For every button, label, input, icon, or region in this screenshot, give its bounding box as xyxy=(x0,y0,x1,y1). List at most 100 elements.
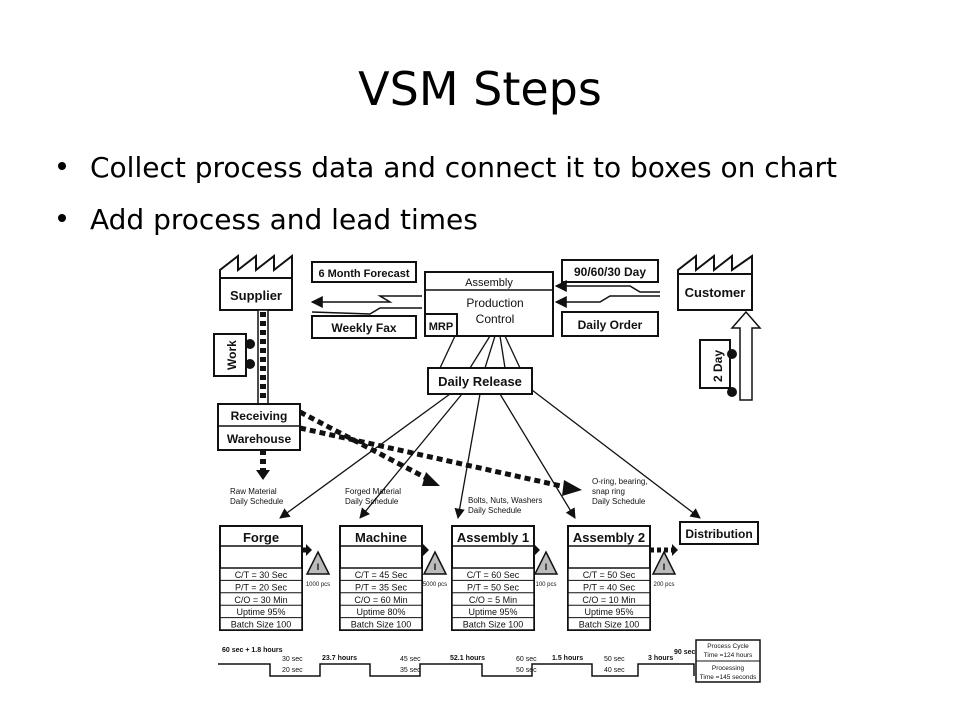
process-name: Forge xyxy=(243,530,279,545)
push-arrows xyxy=(302,544,678,556)
svg-text:Receiving: Receiving xyxy=(231,409,288,423)
supplier-factory: Supplier xyxy=(219,253,293,311)
schedule-lines xyxy=(279,389,701,520)
svg-text:Warehouse: Warehouse xyxy=(227,432,292,446)
svg-text:50 sec: 50 sec xyxy=(516,667,537,674)
svg-text:Production: Production xyxy=(466,296,523,310)
svg-text:52.1 hours: 52.1 hours xyxy=(450,655,485,662)
two-day-kanban: 2 Day xyxy=(699,339,737,397)
svg-text:Daily Schedule: Daily Schedule xyxy=(468,506,522,515)
svg-text:Daily Release: Daily Release xyxy=(438,374,522,389)
bullet-dot-icon xyxy=(58,214,66,222)
process-name: Assembly 2 xyxy=(573,530,645,545)
svg-text:40 sec: 40 sec xyxy=(604,667,625,674)
svg-text:Daily Schedule: Daily Schedule xyxy=(230,497,284,506)
process-name: Machine xyxy=(355,530,407,545)
svg-text:Daily Schedule: Daily Schedule xyxy=(592,497,646,506)
slide-title: VSM Steps xyxy=(358,62,602,116)
weekly-fax-box: Weekly Fax xyxy=(311,315,417,339)
svg-text:60 sec + 1.8 hours: 60 sec + 1.8 hours xyxy=(222,647,283,654)
svg-text:6 Month Forecast: 6 Month Forecast xyxy=(318,268,409,280)
svg-text:Forged Material: Forged Material xyxy=(345,487,401,496)
process-metric: P/T = 35 Sec xyxy=(355,582,408,592)
process-metric: C/T = 50 Sec xyxy=(583,570,636,580)
process-metric: C/O = 5 Min xyxy=(469,595,517,605)
push-arrow xyxy=(650,544,678,556)
svg-text:45 sec: 45 sec xyxy=(400,656,421,663)
bullet-item: Collect process data and connect it to b… xyxy=(58,142,837,194)
warehouse-arrow xyxy=(256,450,270,480)
svg-text:50 sec: 50 sec xyxy=(604,656,625,663)
shipment-arrows xyxy=(298,409,582,496)
daily-order-box: Daily Order xyxy=(561,311,659,337)
bullet-list: Collect process data and connect it to b… xyxy=(58,142,837,246)
mrp-label: MRP xyxy=(429,321,453,333)
svg-text:snap ring: snap ring xyxy=(592,487,625,496)
process-metric: Uptime 95% xyxy=(236,607,285,617)
svg-text:23.7 hours: 23.7 hours xyxy=(322,655,357,662)
svg-text:60 sec: 60 sec xyxy=(516,656,537,663)
process-name: Assembly 1 xyxy=(457,530,529,545)
bullet-dot-icon xyxy=(58,162,66,170)
svg-text:Daily Schedule: Daily Schedule xyxy=(345,497,399,506)
process-metric: P/T = 20 Sec xyxy=(235,582,288,592)
push-arrow xyxy=(422,544,429,556)
process-metric: Batch Size 100 xyxy=(231,620,292,630)
customer-label: Customer xyxy=(685,285,746,300)
push-arrow xyxy=(302,544,312,556)
supplier-label: Supplier xyxy=(230,288,282,303)
inventory-label: 1000 pcs xyxy=(306,582,330,588)
push-arrow xyxy=(534,544,540,556)
vsm-diagram: Supplier Customer 6 Month Forecast Weekl… xyxy=(213,253,762,683)
inventory-label: 5000 pcs xyxy=(423,582,447,588)
receiving-warehouse-box: Receiving Warehouse xyxy=(217,403,301,451)
svg-text:30 sec: 30 sec xyxy=(282,656,303,663)
supplier-shipment-arrow xyxy=(257,309,269,405)
inventory-label: 200 pcs xyxy=(653,582,674,588)
process-metric: Uptime 80% xyxy=(356,607,405,617)
daily-release-box: Daily Release xyxy=(427,367,533,395)
process-metric: C/O = 60 Min xyxy=(354,595,407,605)
svg-text:O-ring, bearing,: O-ring, bearing, xyxy=(592,477,648,486)
forecast-left-box: 6 Month Forecast xyxy=(311,261,417,283)
process-metric: C/T = 45 Sec xyxy=(355,570,408,580)
svg-text:Time =124 hours: Time =124 hours xyxy=(704,652,753,659)
distribution-box: Distribution xyxy=(679,521,759,545)
svg-text:Daily Order: Daily Order xyxy=(578,318,643,332)
svg-text:35 sec: 35 sec xyxy=(400,667,421,674)
svg-text:Distribution: Distribution xyxy=(685,527,752,541)
customer-factory: Customer xyxy=(677,253,753,311)
process-metric: Batch Size 100 xyxy=(463,620,524,630)
process-metric: P/T = 40 Sec xyxy=(583,582,636,592)
timeline-summary-box: Process Cycle Time =124 hours Processing… xyxy=(695,639,761,683)
production-control-box: Assembly Production Control MRP xyxy=(424,271,554,337)
svg-text:3 hours: 3 hours xyxy=(648,655,673,662)
process-metric: C/O = 30 Min xyxy=(234,595,287,605)
process-metric: C/O = 10 Min xyxy=(582,595,635,605)
release-lines xyxy=(439,335,521,369)
svg-text:20 sec: 20 sec xyxy=(282,667,303,674)
forecast-right-box: 90/60/30 Day xyxy=(561,259,659,283)
svg-text:Work: Work xyxy=(225,340,239,370)
svg-text:Weekly Fax: Weekly Fax xyxy=(331,321,396,335)
svg-text:1.5 hours: 1.5 hours xyxy=(552,655,583,662)
svg-text:90/60/30 Day: 90/60/30 Day xyxy=(574,265,646,279)
svg-text:Control: Control xyxy=(476,312,515,326)
info-flow-lines xyxy=(310,280,660,315)
svg-text:Process Cycle: Process Cycle xyxy=(707,643,749,650)
svg-text:Raw Material: Raw Material xyxy=(230,487,277,496)
process-metric: C/T = 60 Sec xyxy=(467,570,520,580)
svg-text:Time =145 seconds: Time =145 seconds xyxy=(700,674,757,681)
svg-text:2 Day: 2 Day xyxy=(711,350,725,382)
process-metric: Batch Size 100 xyxy=(579,620,640,630)
bullet-item: Add process and lead times xyxy=(58,194,837,246)
svg-text:90 sec: 90 sec xyxy=(674,649,696,656)
